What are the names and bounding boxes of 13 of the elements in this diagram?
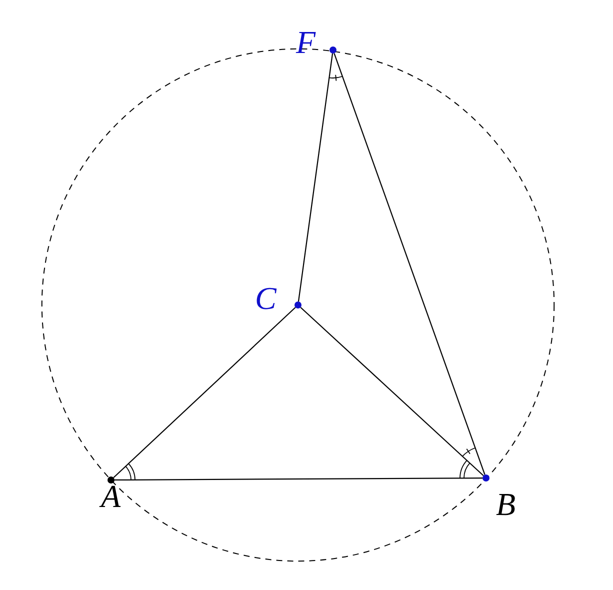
line-segment	[334, 53, 486, 475]
point-dot	[330, 46, 336, 54]
point-label: C	[255, 282, 276, 314]
point-label: A	[101, 480, 121, 512]
line-segment	[113, 306, 296, 478]
line-segment	[298, 53, 334, 302]
point-dot	[294, 302, 302, 308]
point-dot	[108, 476, 114, 484]
line-segment	[114, 477, 482, 481]
point-label: F	[296, 26, 316, 58]
line-segment	[300, 306, 484, 476]
point-dot	[482, 474, 490, 482]
point-label: B	[496, 488, 516, 520]
